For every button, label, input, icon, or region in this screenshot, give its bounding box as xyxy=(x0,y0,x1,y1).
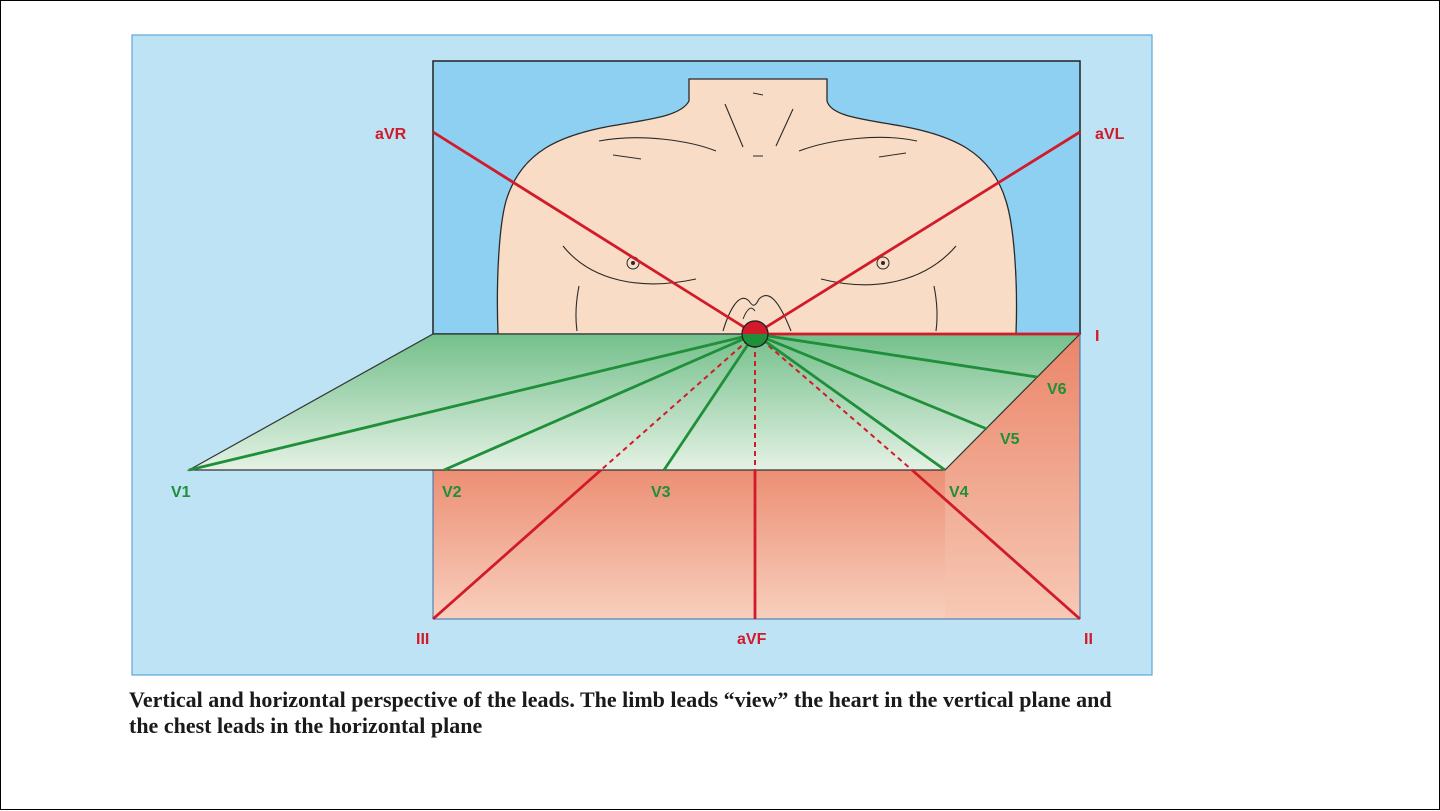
label-v4: V4 xyxy=(949,484,969,501)
chest-leads xyxy=(188,332,1038,472)
lead-line-v2 xyxy=(443,332,756,472)
limb-leads xyxy=(432,130,1081,621)
label-v6: V6 xyxy=(1047,381,1067,398)
lead-line-avl xyxy=(754,130,1081,336)
lead-line-v1 xyxy=(188,332,756,472)
heart-icon xyxy=(741,320,769,348)
limb-leads-dashed xyxy=(600,333,913,471)
vertical-plane-side xyxy=(945,334,1080,619)
lead-line-iii xyxy=(432,468,602,621)
torso-illustration xyxy=(496,78,1018,335)
lead-line-v4 xyxy=(754,332,946,472)
lead-line-v5 xyxy=(754,332,988,431)
label-ii: II xyxy=(1084,631,1093,648)
lead-line-avr xyxy=(432,130,756,336)
lead-line-ii xyxy=(911,468,1081,621)
lead-line-v6 xyxy=(754,332,1038,379)
lead-line-v3 xyxy=(662,333,757,471)
label-v5: V5 xyxy=(1000,431,1020,448)
label-v3: V3 xyxy=(651,484,671,501)
label-avr: aVR xyxy=(375,126,407,143)
label-v1: V1 xyxy=(171,484,191,501)
figure-caption: Vertical and horizontal perspective of t… xyxy=(129,687,1112,738)
label-avf: aVF xyxy=(737,631,767,648)
label-iii: III xyxy=(416,631,429,648)
label-avl: aVL xyxy=(1095,126,1125,143)
label-i: I xyxy=(1095,328,1099,345)
label-v2: V2 xyxy=(442,484,462,501)
